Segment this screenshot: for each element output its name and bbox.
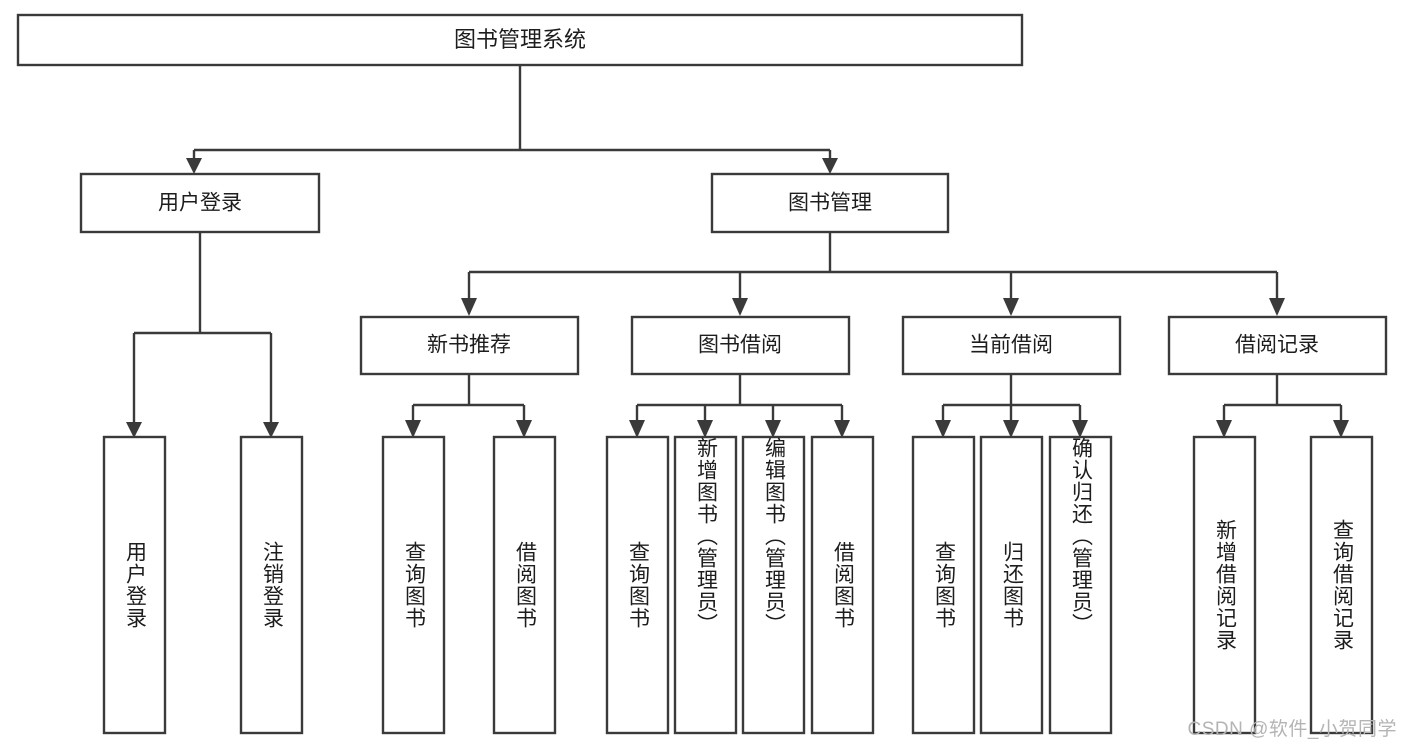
arrow-head-user-login — [186, 158, 202, 174]
arrow-head-leaf-nbr-1 — [516, 420, 532, 438]
connector-group-current-borrow-to-leaves — [935, 374, 1088, 438]
node-root-label: 图书管理系统 — [454, 27, 586, 52]
node-root[interactable]: 图书管理系统 — [16, 13, 1024, 67]
node-book-borrow-label: 图书借阅 — [698, 334, 782, 357]
leaf-boxes-borrow-record — [1192, 435, 1374, 735]
leaf-boxes-book-borrow — [605, 435, 875, 735]
arrow-head-new-book-recommend — [461, 298, 477, 316]
arrow-head-leaf-bb-0 — [629, 420, 645, 438]
node-book-borrow-box[interactable] — [630, 315, 851, 376]
node-book-borrow[interactable]: 图书借阅 — [630, 315, 851, 376]
arrow-head-leaf-br-1 — [1333, 420, 1349, 438]
leaf-boxes-user-login — [102, 435, 304, 735]
leaf-box-br-1[interactable] — [1309, 435, 1374, 735]
leaf-box-cb-2[interactable] — [1048, 435, 1113, 735]
arrow-head-book-borrow — [732, 298, 748, 316]
watermark-text: CSDN @软件_小贺同学 — [1187, 719, 1397, 740]
node-new-book-recommend-label: 新书推荐 — [427, 334, 511, 357]
node-current-borrow-label: 当前借阅 — [969, 334, 1053, 357]
leaf-box-user-login-1[interactable] — [239, 435, 304, 735]
node-user-login-box[interactable] — [79, 172, 321, 234]
connector-group-root-to-level2 — [186, 65, 838, 174]
leaf-box-br-0[interactable] — [1192, 435, 1257, 735]
node-new-book-recommend[interactable]: 新书推荐 — [359, 315, 580, 376]
connector-group-user-login-to-leaves — [126, 232, 279, 438]
node-book-management[interactable]: 图书管理 — [710, 172, 950, 234]
node-user-login-label: 用户登录 — [158, 192, 242, 215]
arrow-head-leaf-cb-1 — [1003, 420, 1019, 438]
leaf-box-nbr-0[interactable] — [381, 435, 446, 735]
connector-group-book-borrow-to-leaves — [629, 374, 850, 438]
leaf-boxes-current-borrow — [911, 435, 1113, 735]
leaf-box-bb-0[interactable] — [605, 435, 670, 735]
node-borrow-record-label: 借阅记录 — [1235, 334, 1319, 357]
leaf-boxes-new-book-recommend — [381, 435, 557, 735]
arrow-head-leaf-bb-2 — [765, 420, 781, 438]
arrow-head-book-mgmt — [822, 158, 838, 174]
arrow-head-leaf-user-login-1 — [263, 422, 279, 438]
connector-group-new-book-recommend-to-leaves — [405, 374, 532, 438]
leaf-box-cb-0[interactable] — [911, 435, 976, 735]
leaf-box-bb-3[interactable] — [810, 435, 875, 735]
arrow-head-leaf-bb-3 — [834, 420, 850, 438]
node-user-login[interactable]: 用户登录 — [79, 172, 321, 234]
arrow-head-leaf-cb-0 — [935, 420, 951, 438]
leaf-box-user-login-0[interactable] — [102, 435, 167, 735]
leaf-box-nbr-1[interactable] — [492, 435, 557, 735]
node-book-management-box[interactable] — [710, 172, 950, 234]
node-current-borrow-box[interactable] — [901, 315, 1122, 376]
arrow-head-leaf-bb-1 — [697, 420, 713, 438]
node-borrow-record[interactable]: 借阅记录 — [1167, 315, 1388, 376]
node-root-box[interactable] — [16, 13, 1024, 67]
leaf-box-cb-1[interactable] — [979, 435, 1044, 735]
arrow-head-leaf-user-login-0 — [126, 422, 142, 438]
arrow-head-leaf-br-0 — [1216, 420, 1232, 438]
arrow-head-current-borrow — [1003, 298, 1019, 316]
node-new-book-recommend-box[interactable] — [359, 315, 580, 376]
arrow-head-borrow-record — [1269, 298, 1285, 316]
connector-group-borrow-record-to-leaves — [1216, 374, 1349, 438]
leaf-box-bb-1[interactable] — [673, 435, 738, 735]
node-current-borrow[interactable]: 当前借阅 — [901, 315, 1122, 376]
node-book-management-label: 图书管理 — [788, 192, 872, 215]
node-borrow-record-box[interactable] — [1167, 315, 1388, 376]
leaf-box-bb-2[interactable] — [741, 435, 806, 735]
arrow-head-leaf-cb-2 — [1072, 420, 1088, 438]
connector-group-book-mgmt-to-level3 — [461, 232, 1285, 316]
arrow-head-leaf-nbr-0 — [405, 420, 421, 438]
